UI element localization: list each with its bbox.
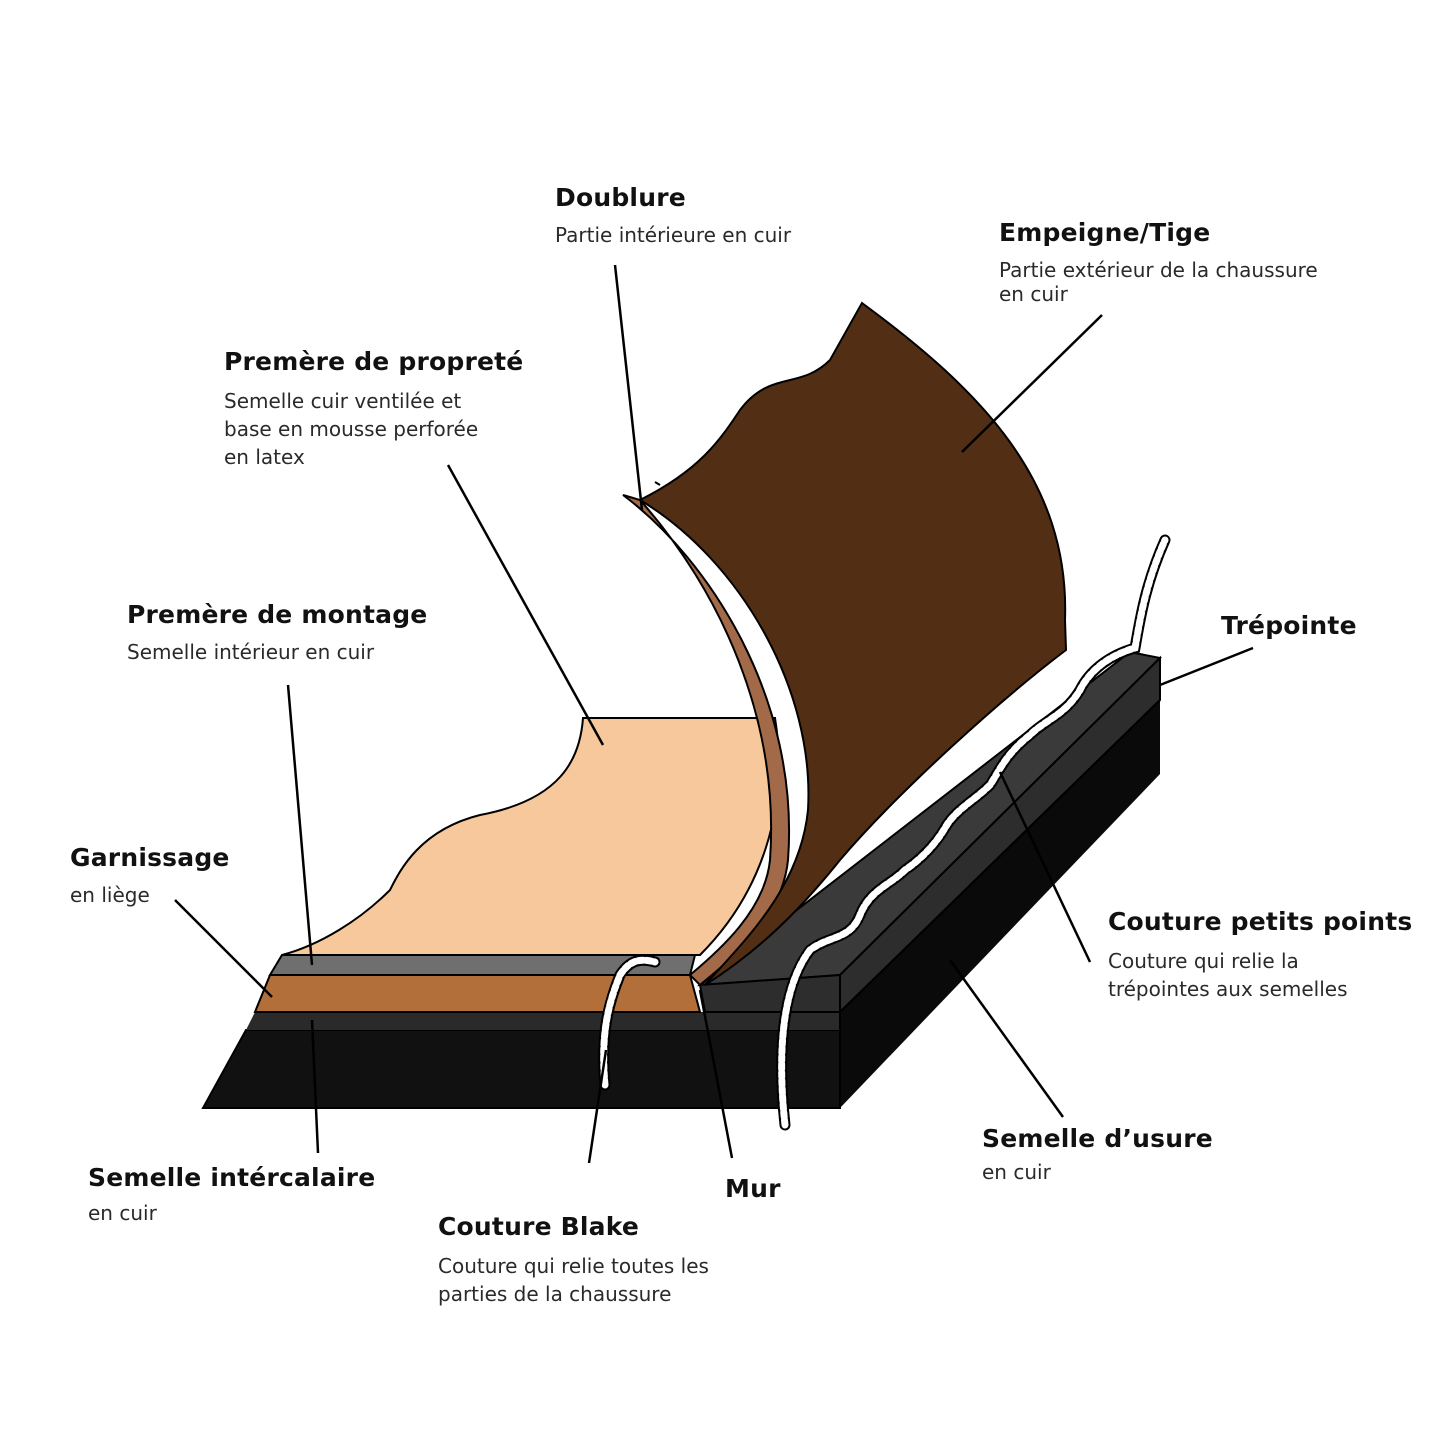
mur-leader: [698, 989, 734, 1159]
label-semelle-usure: Semelle d’usure en cuir: [982, 1124, 1213, 1186]
label-mur: Mur: [725, 1174, 781, 1204]
label-couture-blake-desc: Couture qui relie toutes les parties de …: [438, 1254, 709, 1306]
petits-points-stitch-fill: [778, 536, 1169, 1129]
label-semelle-intercalaire-desc: en cuir: [88, 1201, 157, 1225]
label-doublure-title: Doublure: [555, 183, 686, 212]
label-couture-petits-points-desc: Couture qui relie la trépointes aux seme…: [1108, 949, 1348, 1001]
label-couture-petits-points-title: Couture petits points: [1108, 907, 1413, 936]
leader-lines: [174, 264, 1254, 1164]
semelle-intercalaire-leader: [310, 1019, 320, 1154]
label-semelle-usure-desc: en cuir: [982, 1160, 1051, 1184]
label-premiere-montage-title: Premère de montage: [127, 600, 428, 629]
premiere-proprete-leader: [446, 464, 605, 746]
premiere-montage-leader: [286, 684, 314, 966]
label-couture-blake-title: Couture Blake: [438, 1212, 640, 1241]
label-doublure-desc: Partie intérieure en cuir: [555, 223, 792, 247]
label-couture-petits-points: Couture petits points Couture qui relie …: [1108, 907, 1412, 1003]
label-premiere-montage: Premère de montage Semelle intérieur en …: [127, 600, 427, 666]
trepointe-leader: [1159, 646, 1254, 687]
empeigne-leader: [961, 314, 1103, 453]
outsole-side-face: [840, 697, 1160, 1108]
label-garnissage-desc: en liège: [70, 883, 150, 907]
label-empeigne: Empeigne/Tige Partie extérieur de la cha…: [999, 218, 1318, 306]
label-empeigne-title: Empeigne/Tige: [999, 218, 1211, 247]
label-garnissage: Garnissage en liège: [70, 843, 230, 909]
label-trepointe: Trépointe: [1221, 611, 1357, 641]
lining-strip: [622, 494, 791, 987]
couture-petits-points-leader: [998, 771, 1092, 963]
couture-blake-leader: [587, 1049, 608, 1164]
midsole-edge: [246, 1012, 840, 1030]
label-premiere-proprete-title: Premère de propreté: [224, 347, 524, 376]
upper-leather: [637, 301, 1068, 986]
label-trepointe-title: Trépointe: [1221, 611, 1357, 640]
doublure-leader: [613, 264, 644, 511]
label-doublure: Doublure Partie intérieure en cuir: [555, 183, 791, 249]
outsole-front-face: [201, 1029, 841, 1109]
label-semelle-intercalaire: Semelle intércalaire en cuir: [88, 1163, 375, 1227]
label-semelle-intercalaire-title: Semelle intércalaire: [88, 1163, 376, 1192]
welt-edge-line: [839, 699, 1161, 1013]
garnissage-leader: [174, 899, 273, 998]
semelle-usure-leader: [948, 959, 1065, 1118]
label-premiere-proprete-desc: Semelle cuir ventilée et base en mousse …: [224, 389, 479, 469]
label-premiere-montage-desc: Semelle intérieur en cuir: [127, 640, 375, 664]
label-garnissage-title: Garnissage: [70, 843, 230, 872]
cork-filling-layer: [253, 974, 702, 1013]
label-mur-title: Mur: [725, 1174, 781, 1203]
label-empeigne-desc: Partie extérieur de la chaussure en cuir: [999, 258, 1318, 306]
blake-stitch-fill: [600, 956, 659, 1089]
label-premiere-proprete: Premère de propreté Semelle cuir ventilé…: [224, 347, 523, 471]
comfort-insole-surface: [281, 717, 780, 956]
label-semelle-usure-title: Semelle d’usure: [982, 1124, 1213, 1153]
lining-seam: [654, 481, 661, 486]
label-couture-blake: Couture Blake Couture qui relie toutes l…: [438, 1212, 709, 1308]
